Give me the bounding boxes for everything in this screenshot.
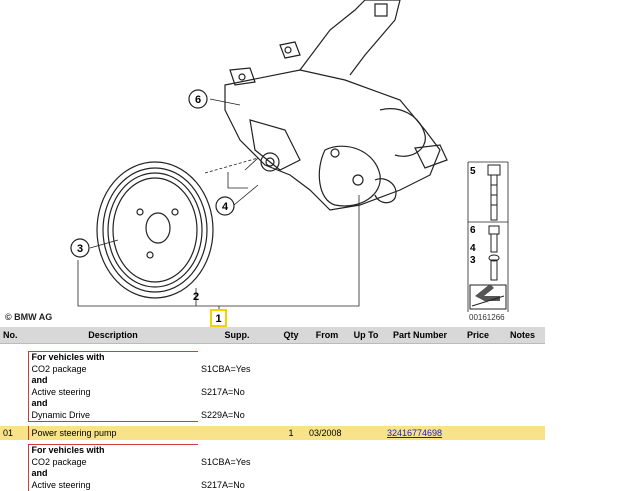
spacer-row	[0, 344, 545, 352]
col-header-no[interactable]: No.	[0, 327, 28, 344]
callout-1[interactable]: 1	[211, 310, 226, 326]
row-no: 01	[0, 426, 28, 440]
callout-1-label: 1	[215, 313, 221, 325]
condition-text: Active steering	[28, 480, 198, 491]
bolt-6-drawing	[489, 226, 499, 252]
condition-supp	[198, 398, 276, 410]
pump-drawing	[225, 0, 447, 210]
condition-row: Active steering S217A=No	[0, 480, 545, 491]
condition-row: and	[0, 468, 545, 480]
condition-supp: S217A=No	[198, 387, 276, 399]
table-row-power-steering-pump[interactable]: 01 Power steering pump 1 03/2008 3241677…	[0, 426, 545, 440]
condition-row: CO2 package S1CBA=Yes	[0, 457, 545, 469]
col-header-description[interactable]: Description	[28, 327, 198, 344]
row-description: Power steering pump	[28, 426, 198, 440]
col-header-part-number[interactable]: Part Number	[384, 327, 456, 344]
table-header-row: No. Description Supp. Qty From Up To Par…	[0, 327, 545, 344]
callout-3[interactable]: 3	[71, 239, 89, 257]
row-price	[456, 426, 500, 440]
condition-text: and	[28, 468, 198, 480]
condition-supp	[198, 375, 276, 387]
condition-text: and	[28, 398, 198, 410]
bolt-3-drawing	[489, 255, 499, 280]
condition-text: Dynamic Drive	[28, 410, 198, 422]
col-header-upto[interactable]: Up To	[348, 327, 384, 344]
condition-text: Active steering	[28, 387, 198, 399]
parts-table: No. Description Supp. Qty From Up To Par…	[0, 327, 545, 491]
col-header-supp[interactable]: Supp.	[198, 327, 276, 344]
hardware-panel: 5 6 4 3	[468, 162, 508, 312]
condition-supp: S1CBA=Yes	[198, 457, 276, 469]
condition-row: and	[0, 375, 545, 387]
callout-4-label: 4	[222, 201, 229, 213]
callout-3-label: 3	[77, 243, 83, 255]
callout-2[interactable]: 2	[193, 291, 199, 303]
arrow-box-icon	[470, 284, 506, 309]
condition-text: For vehicles with	[28, 352, 198, 364]
condition-supp: S1CBA=Yes	[198, 364, 276, 376]
side-label-3[interactable]: 3	[470, 255, 476, 266]
condition-text: CO2 package	[28, 457, 198, 469]
col-header-notes[interactable]: Notes	[500, 327, 545, 344]
condition-supp: S229A=No	[198, 410, 276, 422]
side-label-6[interactable]: 6	[470, 225, 476, 236]
copyright-label: © BMW AG	[5, 312, 52, 322]
row-part-number: 32416774698	[384, 426, 456, 440]
bolt-5-drawing	[488, 165, 500, 220]
condition-row: For vehicles with	[0, 445, 545, 457]
row-from: 03/2008	[306, 426, 348, 440]
condition-supp	[198, 445, 276, 457]
row-upto	[348, 426, 384, 440]
condition-supp	[198, 352, 276, 364]
row-notes	[500, 426, 545, 440]
callout-6-label: 6	[195, 94, 201, 106]
condition-supp: S217A=No	[198, 480, 276, 491]
condition-row: Dynamic Drive S229A=No	[0, 410, 545, 422]
parts-diagram: 6 4 3 2 1 5 6 4 3	[0, 0, 545, 327]
part-number-link[interactable]: 32416774698	[387, 428, 442, 438]
callout-6[interactable]: 6	[189, 90, 207, 108]
side-label-4[interactable]: 4	[470, 243, 476, 254]
pulley-drawing	[97, 162, 213, 298]
callout-4[interactable]: 4	[216, 197, 234, 215]
row-supp	[198, 426, 276, 440]
side-label-5[interactable]: 5	[470, 166, 476, 177]
condition-row: CO2 package S1CBA=Yes	[0, 364, 545, 376]
condition-supp	[198, 468, 276, 480]
condition-text: and	[28, 375, 198, 387]
col-header-from[interactable]: From	[306, 327, 348, 344]
row-qty: 1	[276, 426, 306, 440]
condition-row: For vehicles with	[0, 352, 545, 364]
col-header-price[interactable]: Price	[456, 327, 500, 344]
condition-text: CO2 package	[28, 364, 198, 376]
condition-row: and	[0, 398, 545, 410]
col-header-qty[interactable]: Qty	[276, 327, 306, 344]
condition-row: Active steering S217A=No	[0, 387, 545, 399]
condition-text: For vehicles with	[28, 445, 198, 457]
diagram-id: 00161266	[469, 313, 505, 322]
